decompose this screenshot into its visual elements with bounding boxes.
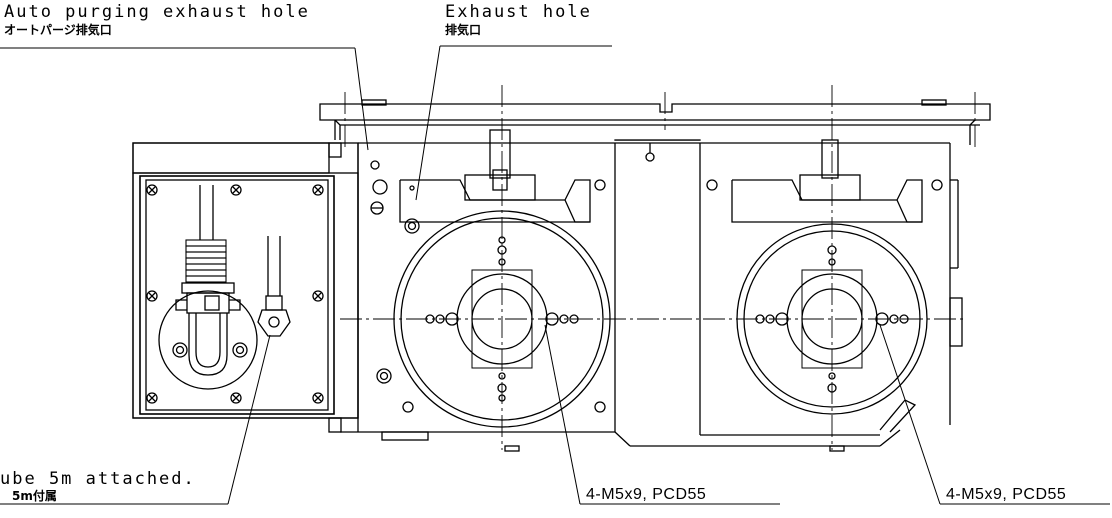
- exhaust-hole-label-en: Exhaust hole: [445, 2, 592, 22]
- main-body: [340, 139, 963, 452]
- bolt-spec-left: 4-M5x9, PCD55: [586, 486, 706, 503]
- center-lines: [340, 85, 976, 450]
- body-holes: [370, 143, 943, 413]
- cover-screws: [146, 184, 324, 404]
- tube-label-en: ube 5m attached.: [0, 469, 196, 489]
- auto-purge-label-en: Auto purging exhaust hole: [4, 2, 310, 22]
- motor-box: [132, 142, 359, 433]
- annotation-leaders: [0, 45, 1110, 505]
- auto-purge-label-jp: オートパージ排気口: [4, 22, 112, 37]
- rotary-table-right: [731, 139, 928, 415]
- cable-connector: [158, 185, 258, 390]
- exhaust-hole-label-jp: 排気口: [445, 22, 481, 37]
- tube-label-jp: 5m付属: [12, 488, 57, 503]
- tube-fitting: [257, 236, 291, 337]
- top-mounting-plate: [319, 99, 991, 145]
- bolt-spec-right: 4-M5x9, PCD55: [946, 486, 1066, 503]
